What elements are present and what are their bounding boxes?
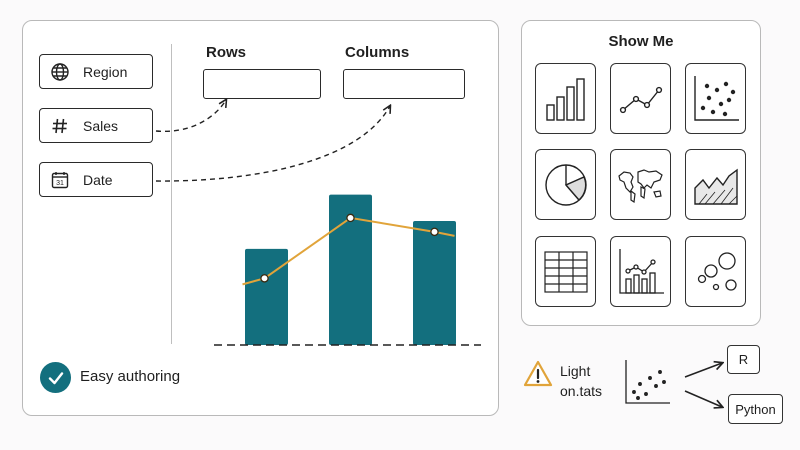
field-label: Sales (83, 117, 119, 134)
note-line-1: Light (560, 363, 591, 379)
hash-icon (49, 115, 71, 137)
tile-area-chart[interactable] (685, 149, 746, 220)
pie-chart-icon (544, 163, 587, 206)
rows-label: Rows (206, 44, 247, 61)
tile-bar-chart[interactable] (535, 63, 596, 134)
line-chart-icon (619, 86, 662, 113)
area-chart-icon (693, 168, 738, 205)
tile-bubble-chart[interactable] (685, 236, 746, 307)
bubble-chart-icon (697, 251, 737, 291)
field-pill-date[interactable]: 31 Date (39, 162, 153, 197)
tile-world-map[interactable] (610, 149, 671, 220)
columns-shelf[interactable] (343, 69, 465, 99)
scatter-icon (693, 75, 739, 121)
check-icon (40, 362, 71, 393)
columns-label: Columns (345, 44, 410, 61)
panel-divider (171, 44, 172, 344)
field-label: Date (83, 171, 113, 188)
field-pill-region[interactable]: Region (39, 54, 153, 89)
easy-authoring-label: Easy authoring (80, 368, 181, 385)
field-label: Region (83, 63, 128, 80)
tile-scatter[interactable] (685, 63, 746, 134)
calendar-glyph: 31 (56, 180, 64, 187)
mini-scatter-icon (625, 360, 670, 404)
r-language-badge: R (727, 345, 760, 374)
combo-chart-icon (618, 248, 664, 294)
warning-icon (523, 360, 553, 387)
bar-chart-icon (545, 77, 585, 121)
calendar-icon: 31 (49, 169, 71, 191)
rows-shelf[interactable] (203, 69, 321, 99)
export-arrows (684, 355, 728, 415)
tile-pie-chart[interactable] (535, 149, 596, 220)
tile-combo-chart[interactable] (610, 236, 671, 307)
tile-line-chart[interactable] (610, 63, 671, 134)
text-table-icon (543, 250, 588, 293)
world-map-icon (617, 168, 663, 203)
limited-stats-note: Light on.tats (560, 361, 602, 401)
tile-text-table[interactable] (535, 236, 596, 307)
field-pill-sales[interactable]: Sales (39, 108, 153, 143)
globe-icon (49, 61, 71, 83)
python-language-badge: Python (728, 394, 783, 424)
note-line-2: on.tats (560, 383, 603, 399)
show-me-title: Show Me (608, 33, 674, 50)
